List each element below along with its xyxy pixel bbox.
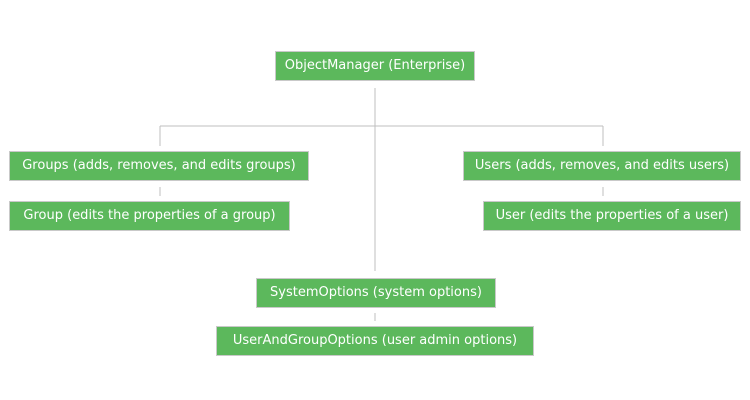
node-object-manager: ObjectManager (Enterprise) <box>275 51 475 81</box>
node-label: Groups (adds, removes, and edits groups) <box>22 158 296 173</box>
node-label: Group (edits the properties of a group) <box>23 208 276 223</box>
node-label: UserAndGroupOptions (user admin options) <box>232 333 518 348</box>
node-group: Group (edits the properties of a group) <box>9 201 290 231</box>
node-system-options: SystemOptions (system options) <box>256 278 496 308</box>
node-label: Users (adds, removes, and edits users) <box>474 158 730 173</box>
node-user: User (edits the properties of a user) <box>483 201 741 231</box>
node-label: ObjectManager (Enterprise) <box>284 58 466 73</box>
node-label: SystemOptions (system options) <box>270 285 482 300</box>
node-user-and-group-options: UserAndGroupOptions (user admin options) <box>216 326 534 356</box>
node-label: User (edits the properties of a user) <box>495 208 729 223</box>
node-users: Users (adds, removes, and edits users) <box>463 151 741 181</box>
node-groups: Groups (adds, removes, and edits groups) <box>9 151 309 181</box>
